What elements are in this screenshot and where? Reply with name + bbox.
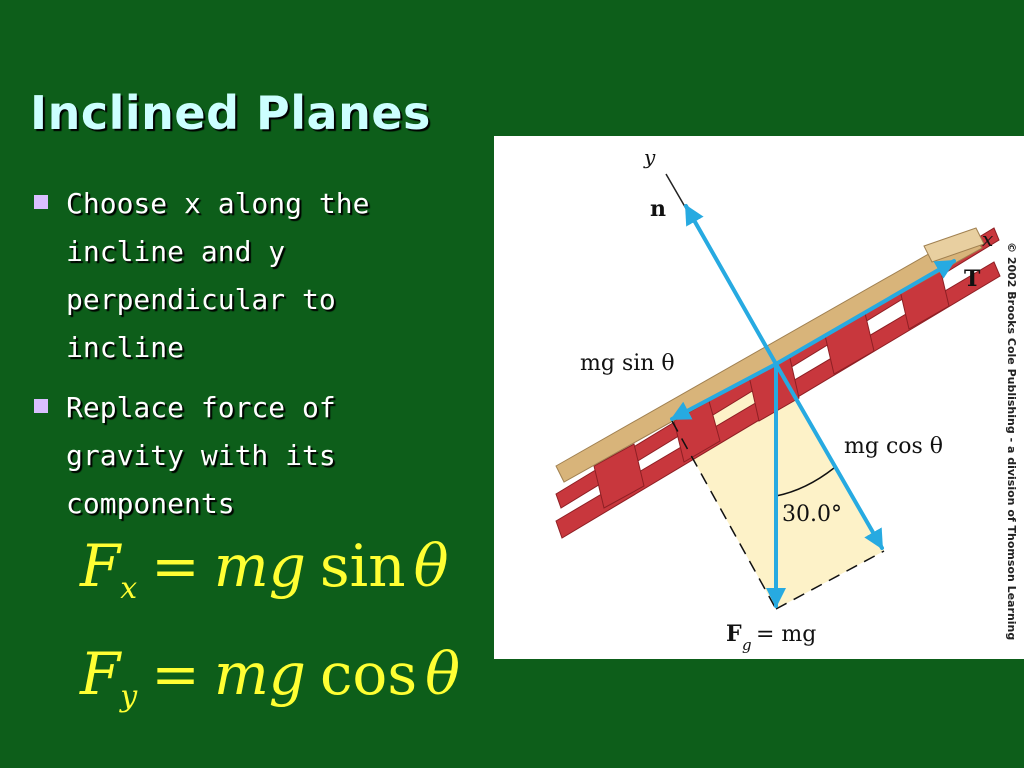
diagram-svg: y n x T mg sin θ mg cos θ 30.0° F g = mg…	[555, 145, 1018, 654]
bullet-item: Replace force of gravity with its compon…	[30, 384, 430, 528]
sled-runner	[923, 227, 985, 263]
eq-mass-gravity: mg	[213, 640, 306, 708]
weight-label-sub: g	[742, 636, 752, 654]
bullet-square-icon	[34, 195, 48, 209]
bullet-square-icon	[34, 399, 48, 413]
mg-cos-arrow	[774, 362, 884, 550]
sled-plank	[555, 230, 983, 483]
angle-arc	[775, 467, 835, 497]
force-arrows	[670, 204, 956, 608]
weight-label-f: F	[726, 621, 742, 647]
mg-sin-arrow	[670, 362, 778, 421]
eq-sign: =	[151, 532, 200, 600]
eq-function: cos	[319, 640, 418, 708]
dashed-line	[671, 420, 777, 610]
eq-sign: =	[151, 640, 200, 708]
bullet-list: Choose x along the incline and y perpend…	[30, 180, 430, 540]
eq-subscript: y	[120, 679, 138, 714]
eq-variable: F	[80, 640, 121, 708]
eq-mass-gravity: mg	[213, 532, 306, 600]
slide-title: Inclined Planes	[30, 86, 431, 140]
eq-theta: θ	[425, 640, 461, 708]
bullet-text: Replace force of gravity with its compon…	[66, 391, 336, 520]
weight-label: F g = mg	[726, 621, 816, 654]
angle-label: 30.0°	[782, 502, 842, 527]
eq-function: sin	[319, 532, 406, 600]
eq-theta: θ	[413, 532, 449, 600]
tension-force-arrow	[774, 259, 956, 366]
y-axis-label: y	[643, 145, 656, 169]
mg-cos-label: mg cos θ	[844, 434, 943, 459]
normal-label: n	[650, 196, 666, 222]
tension-label: T	[964, 266, 981, 292]
dashed-line	[775, 550, 885, 610]
x-axis-label: x	[982, 227, 993, 251]
mg-sin-label: mg sin θ	[580, 351, 675, 376]
eq-variable: F	[80, 532, 121, 600]
incline-force-diagram: y n x T mg sin θ mg cos θ 30.0° F g = mg…	[494, 136, 1024, 659]
bullet-text: Choose x along the incline and y perpend…	[66, 187, 370, 364]
normal-force-arrow	[684, 204, 778, 366]
eq-subscript: x	[120, 571, 138, 606]
bullet-item: Choose x along the incline and y perpend…	[30, 180, 430, 372]
weight-label-rhs: = mg	[756, 622, 816, 647]
copyright-text: © 2002 Brooks Cole Publishing - a divisi…	[1005, 242, 1018, 640]
